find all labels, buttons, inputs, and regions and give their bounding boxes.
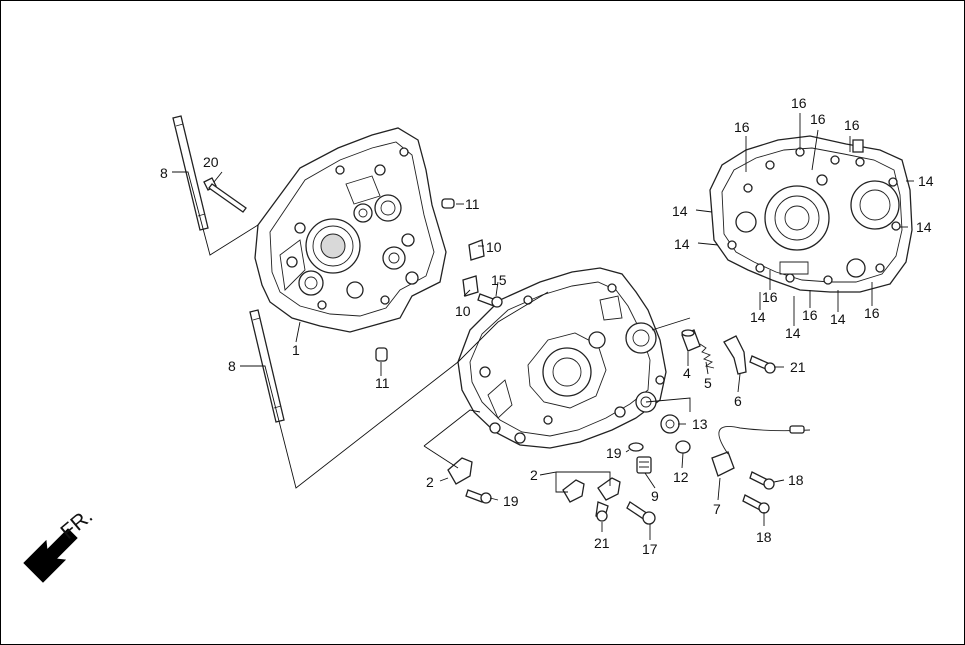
callout-16-a: 16 xyxy=(734,119,750,135)
callout-15: 15 xyxy=(491,272,507,288)
bolt-18-upper xyxy=(749,471,775,490)
drain-bolt-9 xyxy=(636,456,652,474)
callout-16-f: 16 xyxy=(802,307,818,323)
cable-guide-2-left xyxy=(447,457,473,485)
callout-19-left: 19 xyxy=(503,493,519,509)
cable-clip-lower xyxy=(462,275,479,297)
callout-2-center: 2 xyxy=(530,467,538,483)
bolt-15 xyxy=(477,293,503,308)
callout-16-b: 16 xyxy=(791,95,807,111)
cable-guide-2-center-b xyxy=(597,477,621,501)
callout-11-upper: 11 xyxy=(465,196,480,212)
callout-10-upper: 10 xyxy=(486,239,502,255)
callout-5: 5 xyxy=(704,375,712,391)
callout-8-lower: 8 xyxy=(228,358,236,374)
left-crankcase-half xyxy=(254,127,447,333)
callout-16-g: 16 xyxy=(864,305,880,321)
callout-20: 20 xyxy=(203,154,219,170)
callout-10-lower: 10 xyxy=(455,303,471,319)
callout-18-lower: 18 xyxy=(756,529,772,545)
callout-11-lower: 11 xyxy=(375,375,390,391)
callout-13: 13 xyxy=(692,416,708,432)
callout-19-center: 19 xyxy=(606,445,622,461)
callout-labels: 1 2 2 4 5 6 7 8 8 9 10 10 11 11 12 13 14… xyxy=(160,95,934,557)
leader-lines xyxy=(172,113,914,540)
callout-9: 9 xyxy=(651,488,659,504)
callout-14-c: 14 xyxy=(918,173,934,189)
cable-guide-2-center-a xyxy=(562,479,585,503)
callout-14-g: 14 xyxy=(830,311,846,327)
right-crankcase-half xyxy=(457,267,667,449)
long-bolt xyxy=(203,177,247,213)
callout-16-e: 16 xyxy=(762,289,778,305)
callout-14-a: 14 xyxy=(672,203,688,219)
callout-2-left: 2 xyxy=(426,474,434,490)
spring-5 xyxy=(699,343,715,369)
dowel-pin-upper xyxy=(441,198,455,209)
callout-8-upper: 8 xyxy=(160,165,168,181)
bolt-21-right xyxy=(749,355,776,374)
stud-bolt-upper xyxy=(172,115,209,231)
callout-4: 4 xyxy=(683,365,691,381)
callout-16-c: 16 xyxy=(810,111,826,127)
callout-14-b: 14 xyxy=(674,236,690,252)
callout-16-d: 16 xyxy=(844,117,860,133)
bearing-13 xyxy=(660,414,680,434)
callout-17: 17 xyxy=(642,541,658,557)
sensor-7 xyxy=(711,425,811,477)
callout-12: 12 xyxy=(673,469,689,485)
bolt-18-lower xyxy=(742,494,770,514)
o-ring-12 xyxy=(675,440,691,454)
bolt-17 xyxy=(626,501,656,525)
callout-1: 1 xyxy=(292,342,300,358)
callout-14-f: 14 xyxy=(785,325,801,341)
cable-clip-upper xyxy=(468,239,485,261)
arm-6 xyxy=(723,335,747,375)
crankcase-inner-view xyxy=(709,135,913,293)
washer-19 xyxy=(628,442,644,452)
bolt-19-left xyxy=(465,489,492,504)
callout-21-center: 21 xyxy=(594,535,610,551)
front-direction-indicator: FR. xyxy=(23,504,97,583)
collar-4 xyxy=(681,329,701,352)
callout-7: 7 xyxy=(713,501,721,517)
callout-14-d: 14 xyxy=(916,219,932,235)
stud-bolt-lower xyxy=(249,309,285,423)
callout-6: 6 xyxy=(734,393,742,409)
dowel-pin-lower xyxy=(375,347,388,362)
callout-21-right: 21 xyxy=(790,359,806,375)
callout-14-e: 14 xyxy=(750,309,766,325)
callout-18-upper: 18 xyxy=(788,472,804,488)
arrow-down-left-icon xyxy=(23,528,78,583)
bolt-21-center xyxy=(595,501,609,522)
